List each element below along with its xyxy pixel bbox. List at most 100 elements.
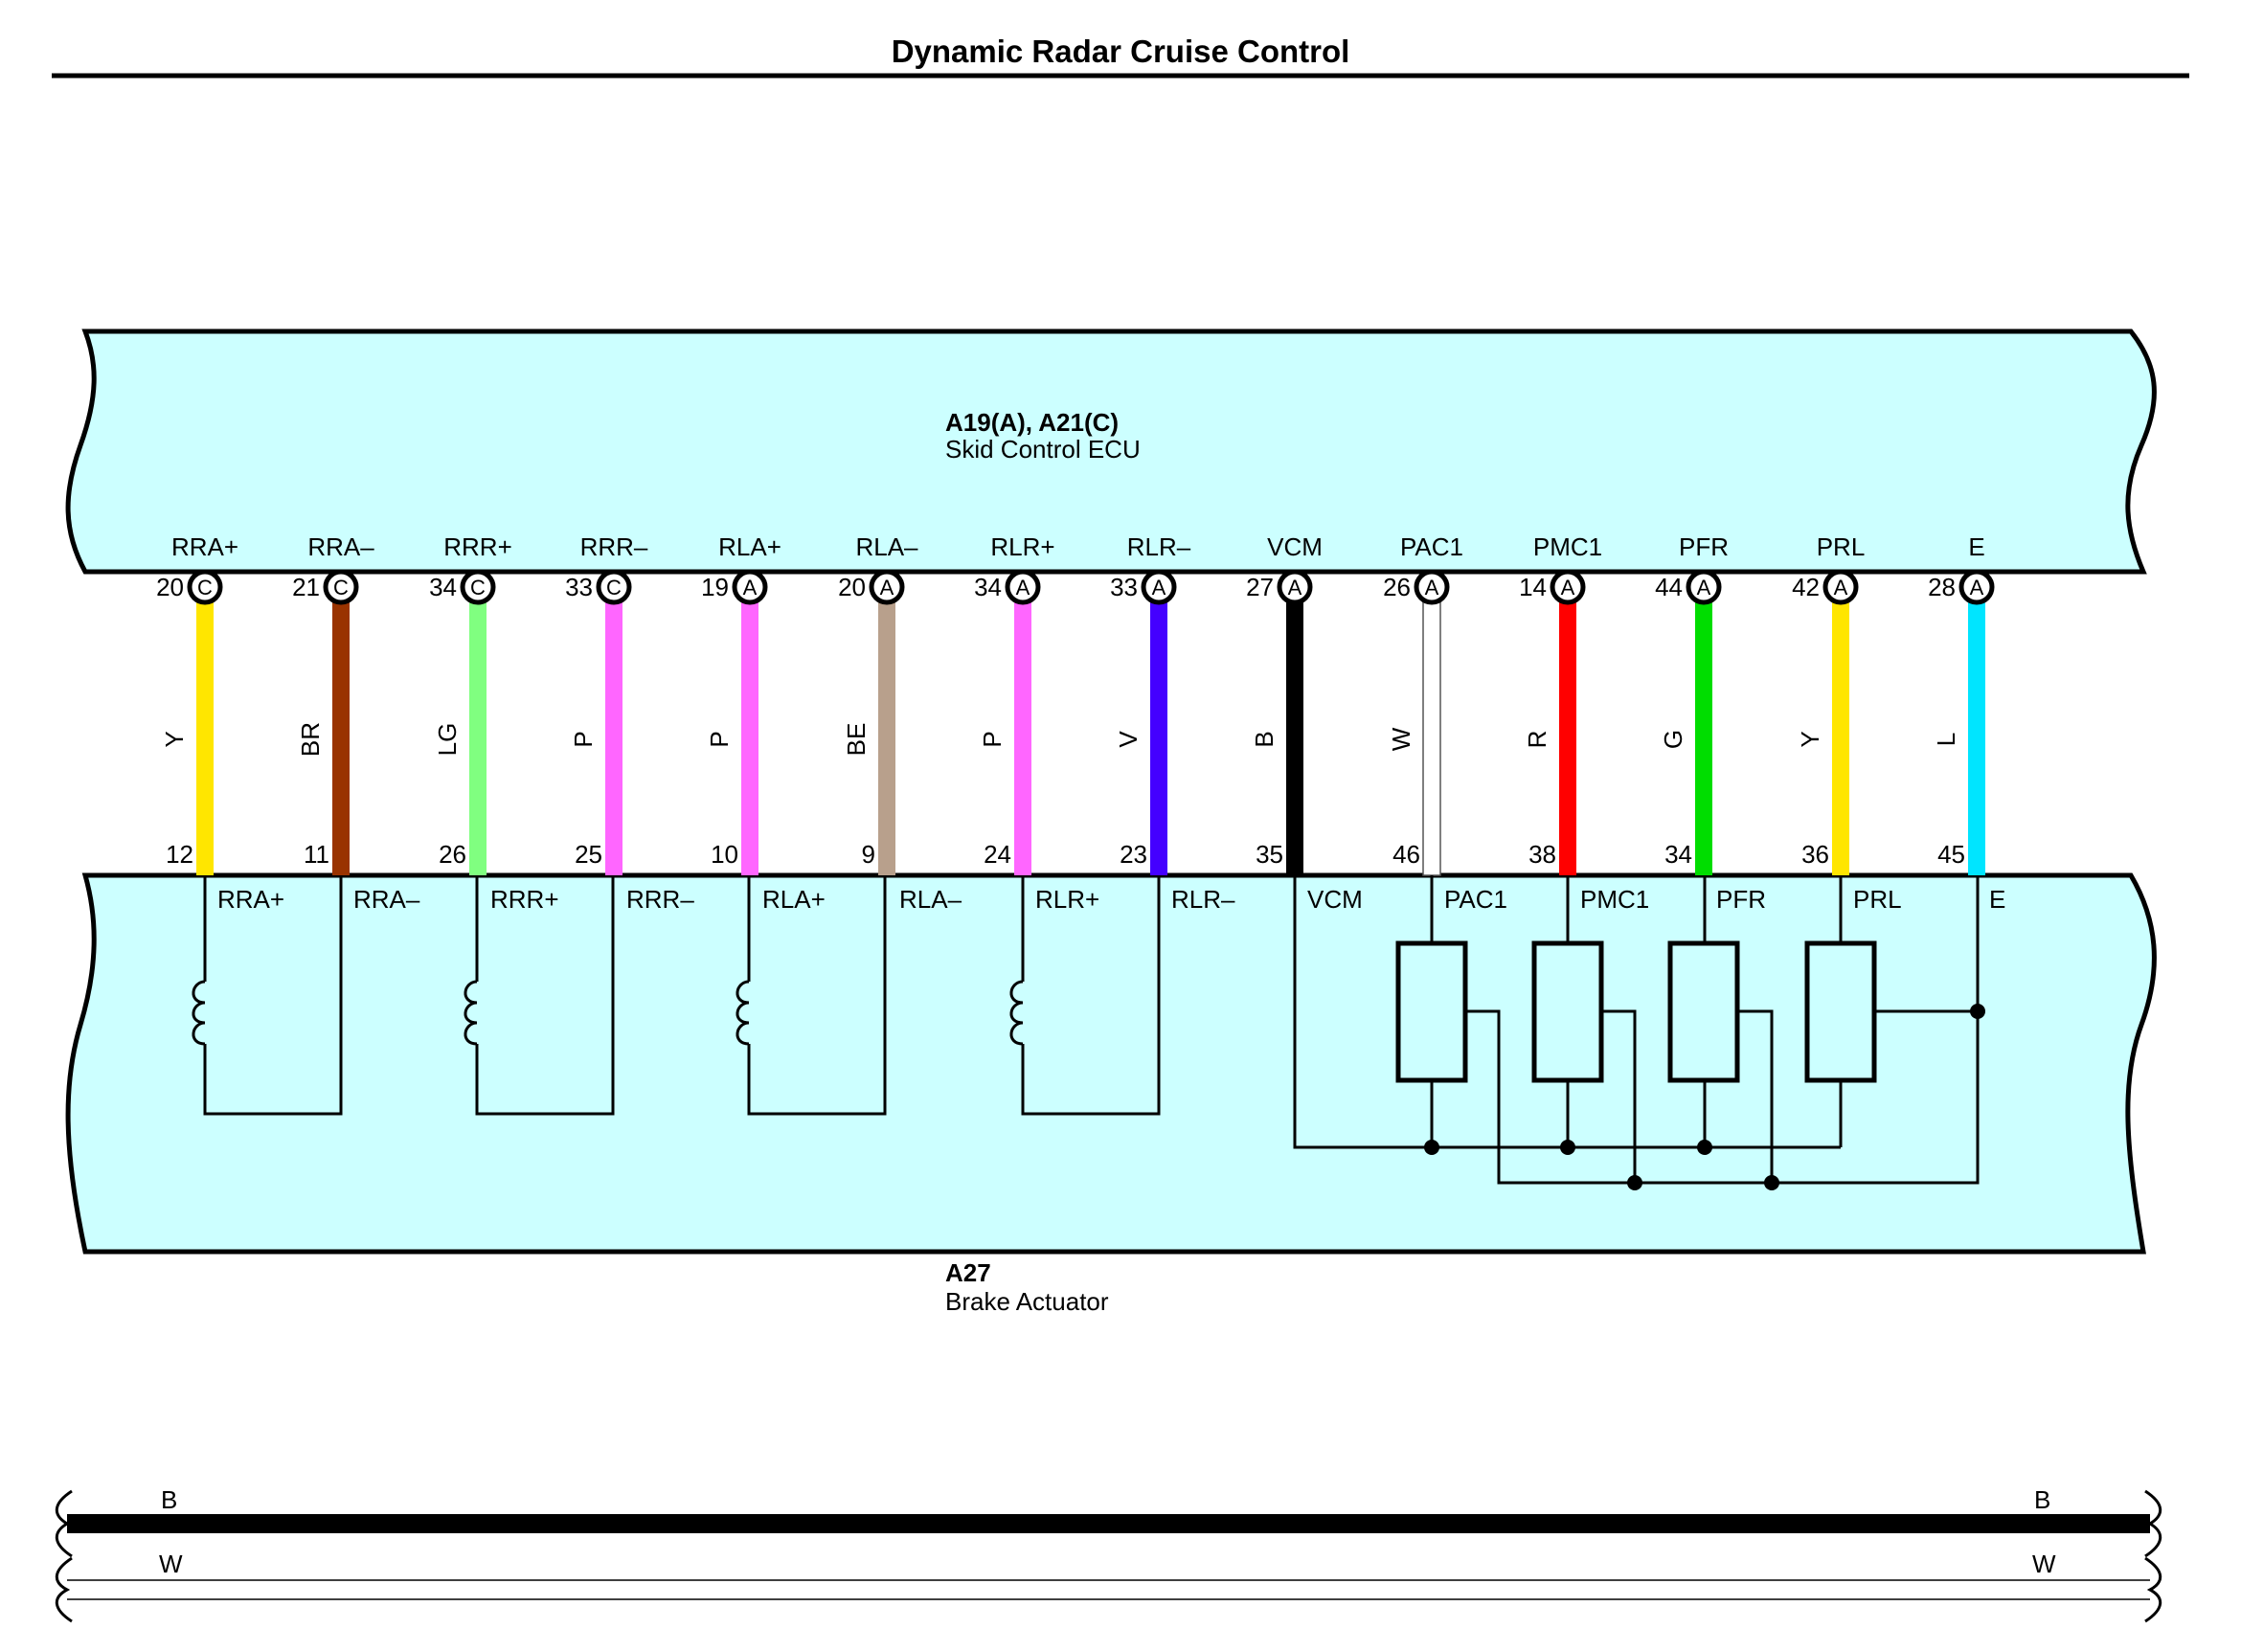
wire-line xyxy=(1832,588,1849,875)
ecu-terminal-label: RLA+ xyxy=(718,532,781,561)
actuator-pin-number: 11 xyxy=(304,840,329,869)
junction-dot xyxy=(1764,1175,1779,1190)
actuator-pin-number: 34 xyxy=(1664,840,1692,869)
solenoid-loop-rla xyxy=(747,875,887,1116)
ecu-pin-number: 34 xyxy=(429,573,457,601)
actuator-terminal-label: RLA– xyxy=(899,885,962,914)
wire-color-code: W xyxy=(1387,727,1415,751)
ecu-pin-number: 28 xyxy=(1928,573,1956,601)
connector-pin-icon xyxy=(323,569,359,605)
wire-line xyxy=(1150,588,1167,875)
wire-line xyxy=(1422,587,1441,876)
ecu-terminal-label: RRR+ xyxy=(443,532,512,561)
ecu-pin-number: 44 xyxy=(1655,573,1683,601)
connector-id: A xyxy=(743,576,758,600)
wire-color-code: V xyxy=(1114,731,1143,748)
actuator-pin-number: 35 xyxy=(1256,840,1283,869)
ecu-code: A19(A), A21(C) xyxy=(945,408,1119,437)
connector-pin-icon xyxy=(732,569,768,605)
legend-break-right xyxy=(2144,1489,2162,1623)
ecu-terminal-label: PFR xyxy=(1679,532,1729,561)
solenoid-loop-rrr xyxy=(475,875,615,1116)
connector-pin-icon xyxy=(869,569,905,605)
connector-pin-icon xyxy=(1141,569,1177,605)
solenoid-loop-rra xyxy=(203,875,343,1116)
legend-b-left: B xyxy=(161,1485,177,1514)
actuator-pin-number: 26 xyxy=(439,840,466,869)
connector-pin-icon xyxy=(1686,569,1722,605)
junction-dot xyxy=(1424,1140,1439,1155)
ecu-terminal-label: RRA– xyxy=(307,532,374,561)
ecu-terminal-label: RRR– xyxy=(580,532,648,561)
actuator-terminal-label: RRA– xyxy=(353,885,420,914)
wire-line xyxy=(605,588,622,875)
ecu-terminal-label: E xyxy=(1968,532,1984,561)
wire-color-code: B xyxy=(1250,731,1279,747)
wire-color-code: P xyxy=(978,731,1007,747)
wire-color-code: R xyxy=(1523,731,1551,749)
actuator-terminal-label: PRL xyxy=(1853,885,1902,914)
ecu-terminal-label: RLR– xyxy=(1127,532,1191,561)
actuator-terminal-label: RLA+ xyxy=(762,885,826,914)
legend: B B W W xyxy=(55,1485,2162,1623)
connector-pin-icon xyxy=(460,569,496,605)
connector-pin-icon xyxy=(596,569,632,605)
actuator-pin-number: 24 xyxy=(984,840,1011,869)
connector-pin-icon xyxy=(1550,569,1586,605)
solenoid-coil-icon xyxy=(192,980,206,1046)
actuator-pin-number: 38 xyxy=(1528,840,1556,869)
junction-dot xyxy=(1627,1175,1642,1190)
junction-dot xyxy=(1970,1004,1985,1019)
actuator-pin-number: 23 xyxy=(1120,840,1147,869)
connector-pin-icon xyxy=(187,569,223,605)
ecu-pin-number: 33 xyxy=(565,573,593,601)
actuator-terminal-label: PAC1 xyxy=(1444,885,1507,914)
legend-w-right: W xyxy=(2032,1550,2056,1578)
connector-id: A xyxy=(1288,576,1302,600)
connector-id: C xyxy=(197,576,213,600)
connector-id: A xyxy=(1561,576,1575,600)
ecu-terminal-label: PRL xyxy=(1817,532,1866,561)
actuator-internal-circuits xyxy=(192,875,1980,1185)
wire-line xyxy=(1559,588,1576,875)
ecu-pin-number: 42 xyxy=(1792,573,1820,601)
ecu-pin-number: 27 xyxy=(1246,573,1274,601)
junction-dots xyxy=(1424,1004,1985,1190)
actuator-terminal-label: RRA+ xyxy=(217,885,284,914)
actuator-terminal-label: VCM xyxy=(1307,885,1363,914)
actuator-pin-number: 9 xyxy=(862,840,875,869)
ecu-terminal-label: RLA– xyxy=(855,532,918,561)
actuator-terminal-label: PFR xyxy=(1716,885,1766,914)
actuator-pin-number: 45 xyxy=(1937,840,1965,869)
wire-line xyxy=(469,588,487,875)
ecu-box xyxy=(65,328,2157,575)
wire-line xyxy=(878,588,895,875)
actuator-box xyxy=(65,872,2157,1255)
ecu-pin-number: 34 xyxy=(974,573,1002,601)
wire-color-code: P xyxy=(569,731,598,747)
connector-id: A xyxy=(1834,576,1848,600)
actuator-pin-number: 10 xyxy=(711,840,738,869)
ecu-terminal-label: PAC1 xyxy=(1400,532,1463,561)
actuator-terminal-label: RRR+ xyxy=(490,885,559,914)
ecu-pin-number: 20 xyxy=(838,573,866,601)
solenoid-coil-icon xyxy=(464,980,478,1046)
ecu-pin-number: 33 xyxy=(1110,573,1138,601)
actuator-terminal-label: RLR+ xyxy=(1035,885,1099,914)
ecu-terminal-label: RRA+ xyxy=(171,532,238,561)
ecu-terminal-label: PMC1 xyxy=(1533,532,1602,561)
solenoid-coil-icon xyxy=(1009,980,1024,1046)
connector-pin-icon xyxy=(1277,569,1313,605)
actuator-terminal-label: PMC1 xyxy=(1580,885,1649,914)
ecu-pin-number: 21 xyxy=(292,573,320,601)
